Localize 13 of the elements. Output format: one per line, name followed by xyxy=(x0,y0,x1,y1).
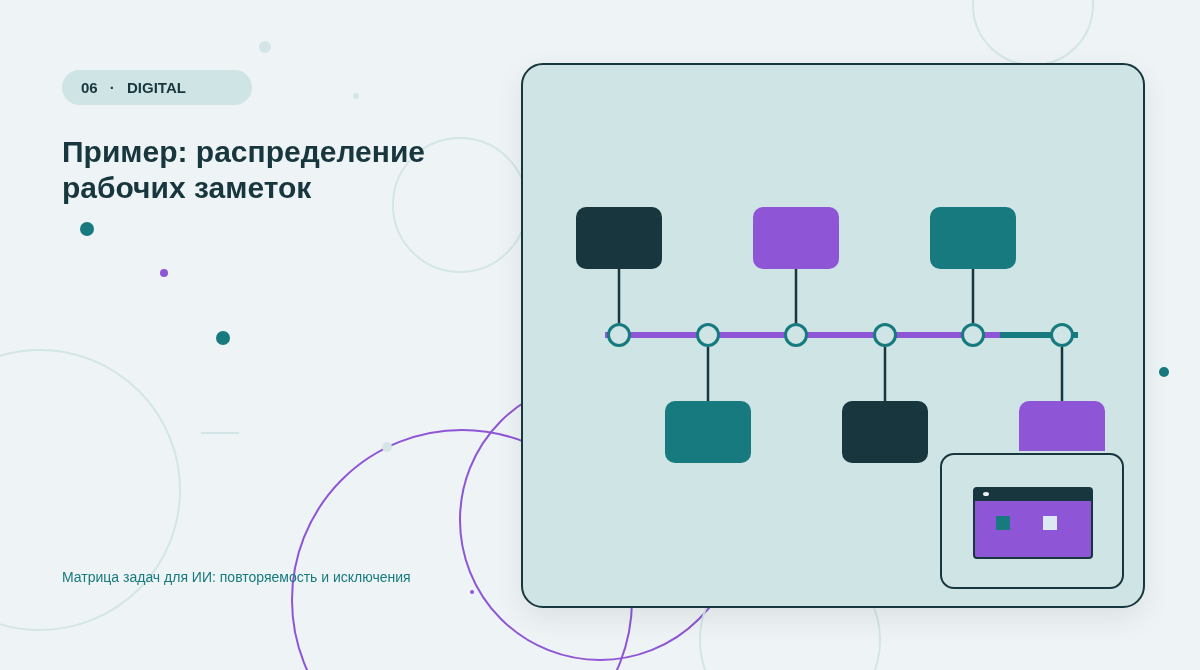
connector-line xyxy=(794,269,798,323)
note-card xyxy=(1019,401,1105,451)
slide-title: Пример: распределение рабочих заметок xyxy=(62,134,426,206)
connector-line xyxy=(883,347,887,401)
note-card xyxy=(930,207,1016,269)
connector-line xyxy=(706,347,710,401)
note-card xyxy=(576,207,662,269)
connector-line xyxy=(1060,347,1064,401)
note-card xyxy=(753,207,839,269)
note-card xyxy=(665,401,751,463)
connector-line xyxy=(617,269,621,323)
connector-line xyxy=(971,269,975,323)
note-card xyxy=(842,401,928,463)
